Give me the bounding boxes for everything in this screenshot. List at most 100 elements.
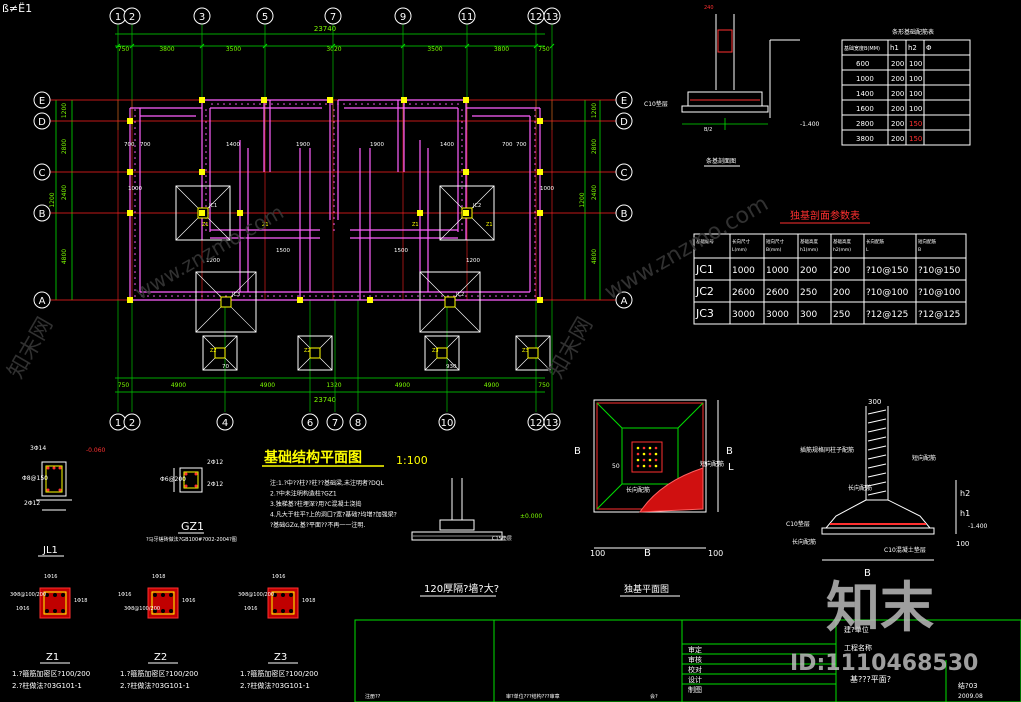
hatch-dot [461, 145, 463, 147]
hatch-dot [134, 187, 136, 189]
column-stirrup [271, 591, 295, 615]
hatch-dot [381, 295, 383, 297]
hatch-dot [271, 103, 273, 105]
hatch-dot [134, 265, 136, 267]
dim-left: 2400 [61, 185, 68, 200]
hatch-dot [534, 241, 536, 243]
hatch-dot [461, 169, 463, 171]
hatch-dot [134, 163, 136, 165]
hatch-dot [534, 181, 536, 183]
tb-note-2: 审?单位???结构???审章 [506, 693, 560, 700]
hatch-dot [237, 295, 239, 297]
hatch-dot [134, 199, 136, 201]
isolated-pad [419, 271, 481, 333]
pad-table-header: 基础编号 [696, 238, 714, 245]
hatch-dot [205, 121, 207, 123]
tb-row-label: 审核 [688, 655, 702, 664]
dim-top-span: 750 [118, 46, 130, 53]
z-tag: Z3 [522, 348, 529, 354]
col-rebar-left2: 1Φ16 [244, 606, 257, 612]
structural-column [199, 97, 205, 103]
note-line: 2.?中未注明构造柱?GZ1 [270, 490, 337, 498]
hatch-dot [277, 103, 279, 105]
hatch-dot [534, 271, 536, 273]
dim-right: 1200 [579, 192, 586, 207]
axis-bubble-top [193, 7, 211, 25]
hatch-dot [159, 295, 161, 297]
structural-column [199, 210, 205, 216]
hatch-dot [321, 295, 323, 297]
dim-overall-top: 23740 [314, 25, 336, 33]
hatch-dot [315, 295, 317, 297]
rebar-dot [161, 609, 165, 613]
hatch-dot [333, 115, 335, 117]
watermark-brand: 知末 [826, 576, 934, 639]
pad-cell: ?12@125 [866, 310, 908, 320]
hatch-dot [141, 295, 143, 297]
strip-cell: 2800 [856, 120, 874, 128]
rebar-dot [281, 593, 285, 597]
ladder-rung [867, 445, 887, 451]
inner-dim: 1000 [128, 186, 142, 192]
pad-rebar-dot [636, 452, 640, 456]
z-tag: Z2 [304, 348, 311, 354]
hatch-dot [397, 103, 399, 105]
hatch-dot [295, 103, 297, 105]
hatch-dot [534, 127, 536, 129]
hatch-dot [534, 121, 536, 123]
hatch-dot [134, 289, 136, 291]
hatch-dot [477, 295, 479, 297]
isolated-pad [424, 335, 460, 371]
hatch-dot [333, 217, 335, 219]
hatch-dot [134, 175, 136, 177]
pad-column [309, 347, 321, 359]
pad-cell: JC3 [695, 307, 714, 320]
hatch-dot [283, 103, 285, 105]
hatch-dot [461, 115, 463, 117]
pad-table-title: 独基剖面参数表 [790, 209, 860, 222]
pad-cell: 1000 [766, 266, 789, 276]
hatch-dot [333, 163, 335, 165]
rebar-dot [289, 609, 293, 613]
tb-owner: 建?单位 [844, 625, 869, 634]
hatch-dot [343, 103, 345, 105]
hatch-dot [355, 103, 357, 105]
hatch-dot [461, 229, 463, 231]
hatch-dot [205, 169, 207, 171]
axis-label-bottom: 7 [332, 418, 338, 429]
pad-cell: 3000 [732, 310, 755, 320]
hatch-dot [489, 295, 491, 297]
hatch-dot [461, 133, 463, 135]
z-tag: Z3 [432, 348, 439, 354]
pad-cell: 1000 [732, 266, 755, 276]
strip-half: B/2 [704, 127, 712, 133]
pad-cell: 300 [800, 310, 817, 320]
axis-label-bottom: 6 [307, 418, 313, 429]
col-note-1: 1.?箍筋加密区?100/200 [240, 669, 318, 678]
axis-label-bottom: 8 [355, 418, 361, 429]
hatch-dot [267, 295, 269, 297]
tb-no: 结?03 [958, 681, 978, 690]
hatch-dot [229, 103, 231, 105]
strip-cell: 600 [856, 60, 869, 68]
column-stirrup [151, 591, 175, 615]
structural-column [401, 97, 407, 103]
gz1-note: ?马牙槎砖做法?GB100#?002-2004?图 [146, 536, 237, 543]
rebar-dot [273, 593, 277, 597]
hatch-dot [534, 139, 536, 141]
hatch-dot [134, 211, 136, 213]
z-tag: Z1 [202, 222, 209, 228]
hatch-dot [417, 295, 419, 297]
jc-tag: JC1 [208, 203, 217, 209]
hatch-dot [361, 103, 363, 105]
hatch-dot [243, 295, 245, 297]
pad-plan-d2: 100 [708, 549, 723, 558]
hatch-dot [534, 163, 536, 165]
pad-cell: 2600 [766, 288, 789, 298]
hatch-dot [534, 211, 536, 213]
jc-tag: JC3 [231, 292, 240, 298]
hatch-dot [411, 295, 413, 297]
pad-cell: ?10@150 [866, 266, 909, 276]
hatch-dot [439, 103, 441, 105]
